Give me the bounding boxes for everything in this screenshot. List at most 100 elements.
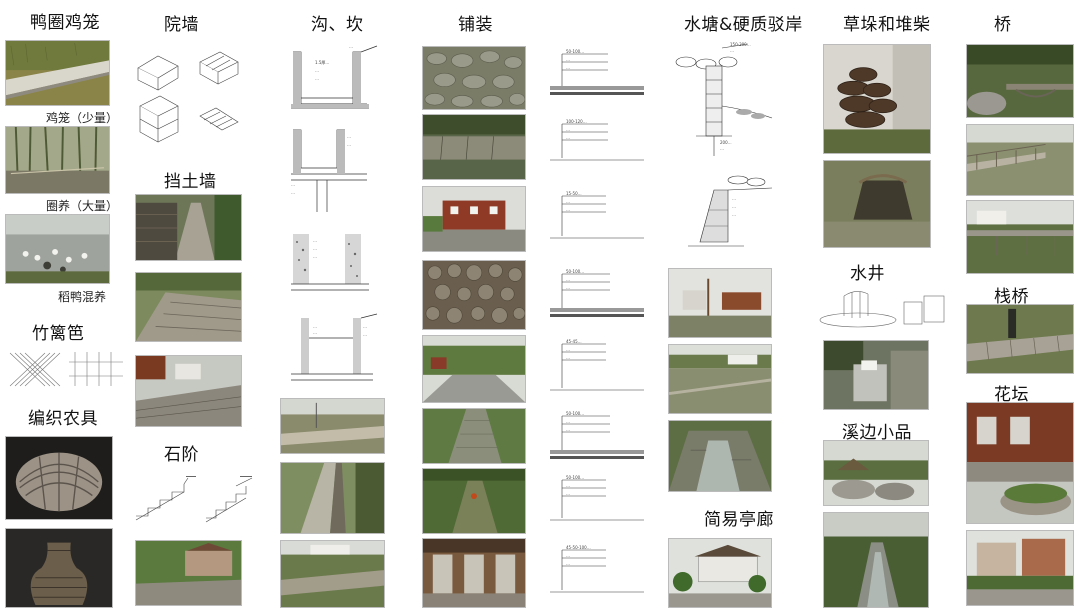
svg-text:…: …	[313, 324, 317, 329]
photo-paving-4	[422, 260, 526, 330]
svg-text:50-100…: 50-100…	[566, 475, 584, 480]
photo-creek-2	[823, 512, 929, 608]
photo-pavilion	[668, 538, 772, 608]
photo-trestle	[966, 304, 1074, 374]
svg-text:200…: 200…	[720, 140, 732, 145]
svg-text:…: …	[363, 324, 367, 329]
svg-text:15-50…: 15-50…	[566, 191, 582, 196]
svg-text:…: …	[566, 127, 570, 132]
photo-ditch-3	[280, 540, 385, 608]
photo-paving-8	[422, 538, 526, 608]
svg-text:…: …	[566, 483, 570, 488]
photo-paving-3	[422, 186, 526, 252]
drawing-bamboo-fence	[5, 348, 125, 390]
svg-text:…: …	[732, 196, 736, 201]
photo-paving-1	[422, 46, 526, 110]
drawing-pond-embankment: 150-300……200……	[668, 40, 776, 160]
svg-text:…: …	[291, 190, 295, 195]
svg-text:…: …	[566, 285, 570, 290]
photo-ditch-2	[280, 462, 385, 534]
svg-text:…: …	[566, 553, 570, 558]
photo-chicken-coop	[5, 126, 110, 194]
svg-text:50-100…: 50-100…	[566, 49, 584, 54]
heading-creek: 溪边小品	[842, 423, 912, 443]
svg-text:…: …	[730, 48, 734, 53]
heading-basket: 编织农具	[28, 409, 98, 429]
svg-text:100-120…: 100-120…	[566, 119, 587, 124]
heading-flowerbed: 花坛	[994, 385, 1029, 405]
photo-bridge-1	[966, 44, 1074, 118]
heading-ditch: 沟、坎	[311, 15, 364, 35]
svg-text:…: …	[566, 491, 570, 496]
photo-duck-pen	[5, 214, 110, 284]
drawing-ditch-3: … … …	[287, 228, 382, 296]
heading-steps: 石阶	[164, 445, 199, 465]
drawing-well	[818, 286, 956, 332]
photo-haystack	[823, 160, 931, 248]
photo-retaining-wall-stone	[135, 272, 242, 342]
svg-text:150-300…: 150-300…	[730, 42, 751, 47]
photo-flowerbed-2	[966, 530, 1074, 606]
svg-text:…: …	[566, 355, 570, 360]
svg-text:45-50-100…: 45-50-100…	[566, 545, 591, 550]
photo-pond-1	[668, 268, 772, 338]
heading-paving: 铺装	[458, 15, 493, 35]
svg-text:…: …	[566, 207, 570, 212]
drawing-pond-slope: … … …	[668, 170, 776, 256]
svg-text:…: …	[313, 254, 317, 259]
drawing-paving-section-6: 50-100… … …	[548, 410, 648, 466]
photo-duck-boardwalk	[5, 40, 110, 106]
drawing-paving-section-7: 50-100… … …	[548, 474, 648, 530]
svg-text:50-100…: 50-100…	[566, 269, 584, 274]
drawing-stone-steps	[130, 470, 255, 528]
drawing-ditch-4: …………	[287, 308, 382, 384]
caption-coop: 鸡笼（少量）	[46, 111, 119, 125]
heading-retaining-wall: 挡土墙	[164, 172, 217, 192]
drawing-ditch-2: … … … …	[287, 124, 382, 214]
svg-text:…: …	[566, 57, 570, 62]
drawing-paving-section-8: 45-50-100………	[548, 544, 648, 604]
heading-trestle: 栈桥	[994, 287, 1029, 307]
svg-text:…: …	[291, 182, 295, 187]
photo-paving-5	[422, 335, 526, 403]
svg-text:45-45…: 45-45…	[566, 339, 582, 344]
svg-text:…: …	[732, 204, 736, 209]
svg-text:50-100…: 50-100…	[566, 411, 584, 416]
photo-bridge-3	[966, 200, 1074, 274]
photo-woodpile	[823, 44, 931, 154]
photo-pond-3	[668, 420, 772, 492]
svg-text:…: …	[313, 330, 317, 335]
drawing-paving-section-5: 45-45… … …	[548, 338, 648, 400]
svg-text:…: …	[566, 419, 570, 424]
svg-text:…: …	[363, 332, 367, 337]
photo-ditch-1	[280, 398, 385, 454]
svg-text:…: …	[566, 427, 570, 432]
svg-text:…: …	[315, 76, 319, 81]
photo-woven-pot	[5, 528, 113, 608]
svg-text:…: …	[732, 212, 736, 217]
drawing-paving-section-2: 100-120… … …	[548, 118, 648, 172]
svg-text:…: …	[566, 135, 570, 140]
photo-stone-wall-village	[135, 355, 242, 427]
heading-pond: 水塘&硬质驳岸	[684, 15, 803, 35]
svg-text:…: …	[720, 146, 724, 151]
svg-text:…: …	[566, 65, 570, 70]
drawing-ditch-1: 1.5厚…………	[287, 42, 382, 114]
svg-text:…: …	[347, 134, 351, 139]
photo-paving-7	[422, 468, 526, 534]
svg-text:…: …	[315, 68, 319, 73]
photo-woven-basket	[5, 436, 113, 520]
svg-text:…: …	[313, 246, 317, 251]
svg-text:…: …	[566, 199, 570, 204]
svg-text:…: …	[566, 347, 570, 352]
svg-text:…: …	[347, 142, 351, 147]
svg-text:1.5厚…: 1.5厚…	[315, 60, 329, 65]
heading-haystack: 草垛和堆柴	[843, 15, 931, 35]
photo-well	[823, 340, 929, 410]
photo-creek-1	[823, 440, 929, 506]
photo-paving-2	[422, 114, 526, 180]
caption-rice-duck: 稻鸭混养	[58, 290, 107, 304]
photo-paving-6	[422, 408, 526, 464]
svg-text:…: …	[313, 238, 317, 243]
drawing-yard-wall	[130, 40, 250, 152]
